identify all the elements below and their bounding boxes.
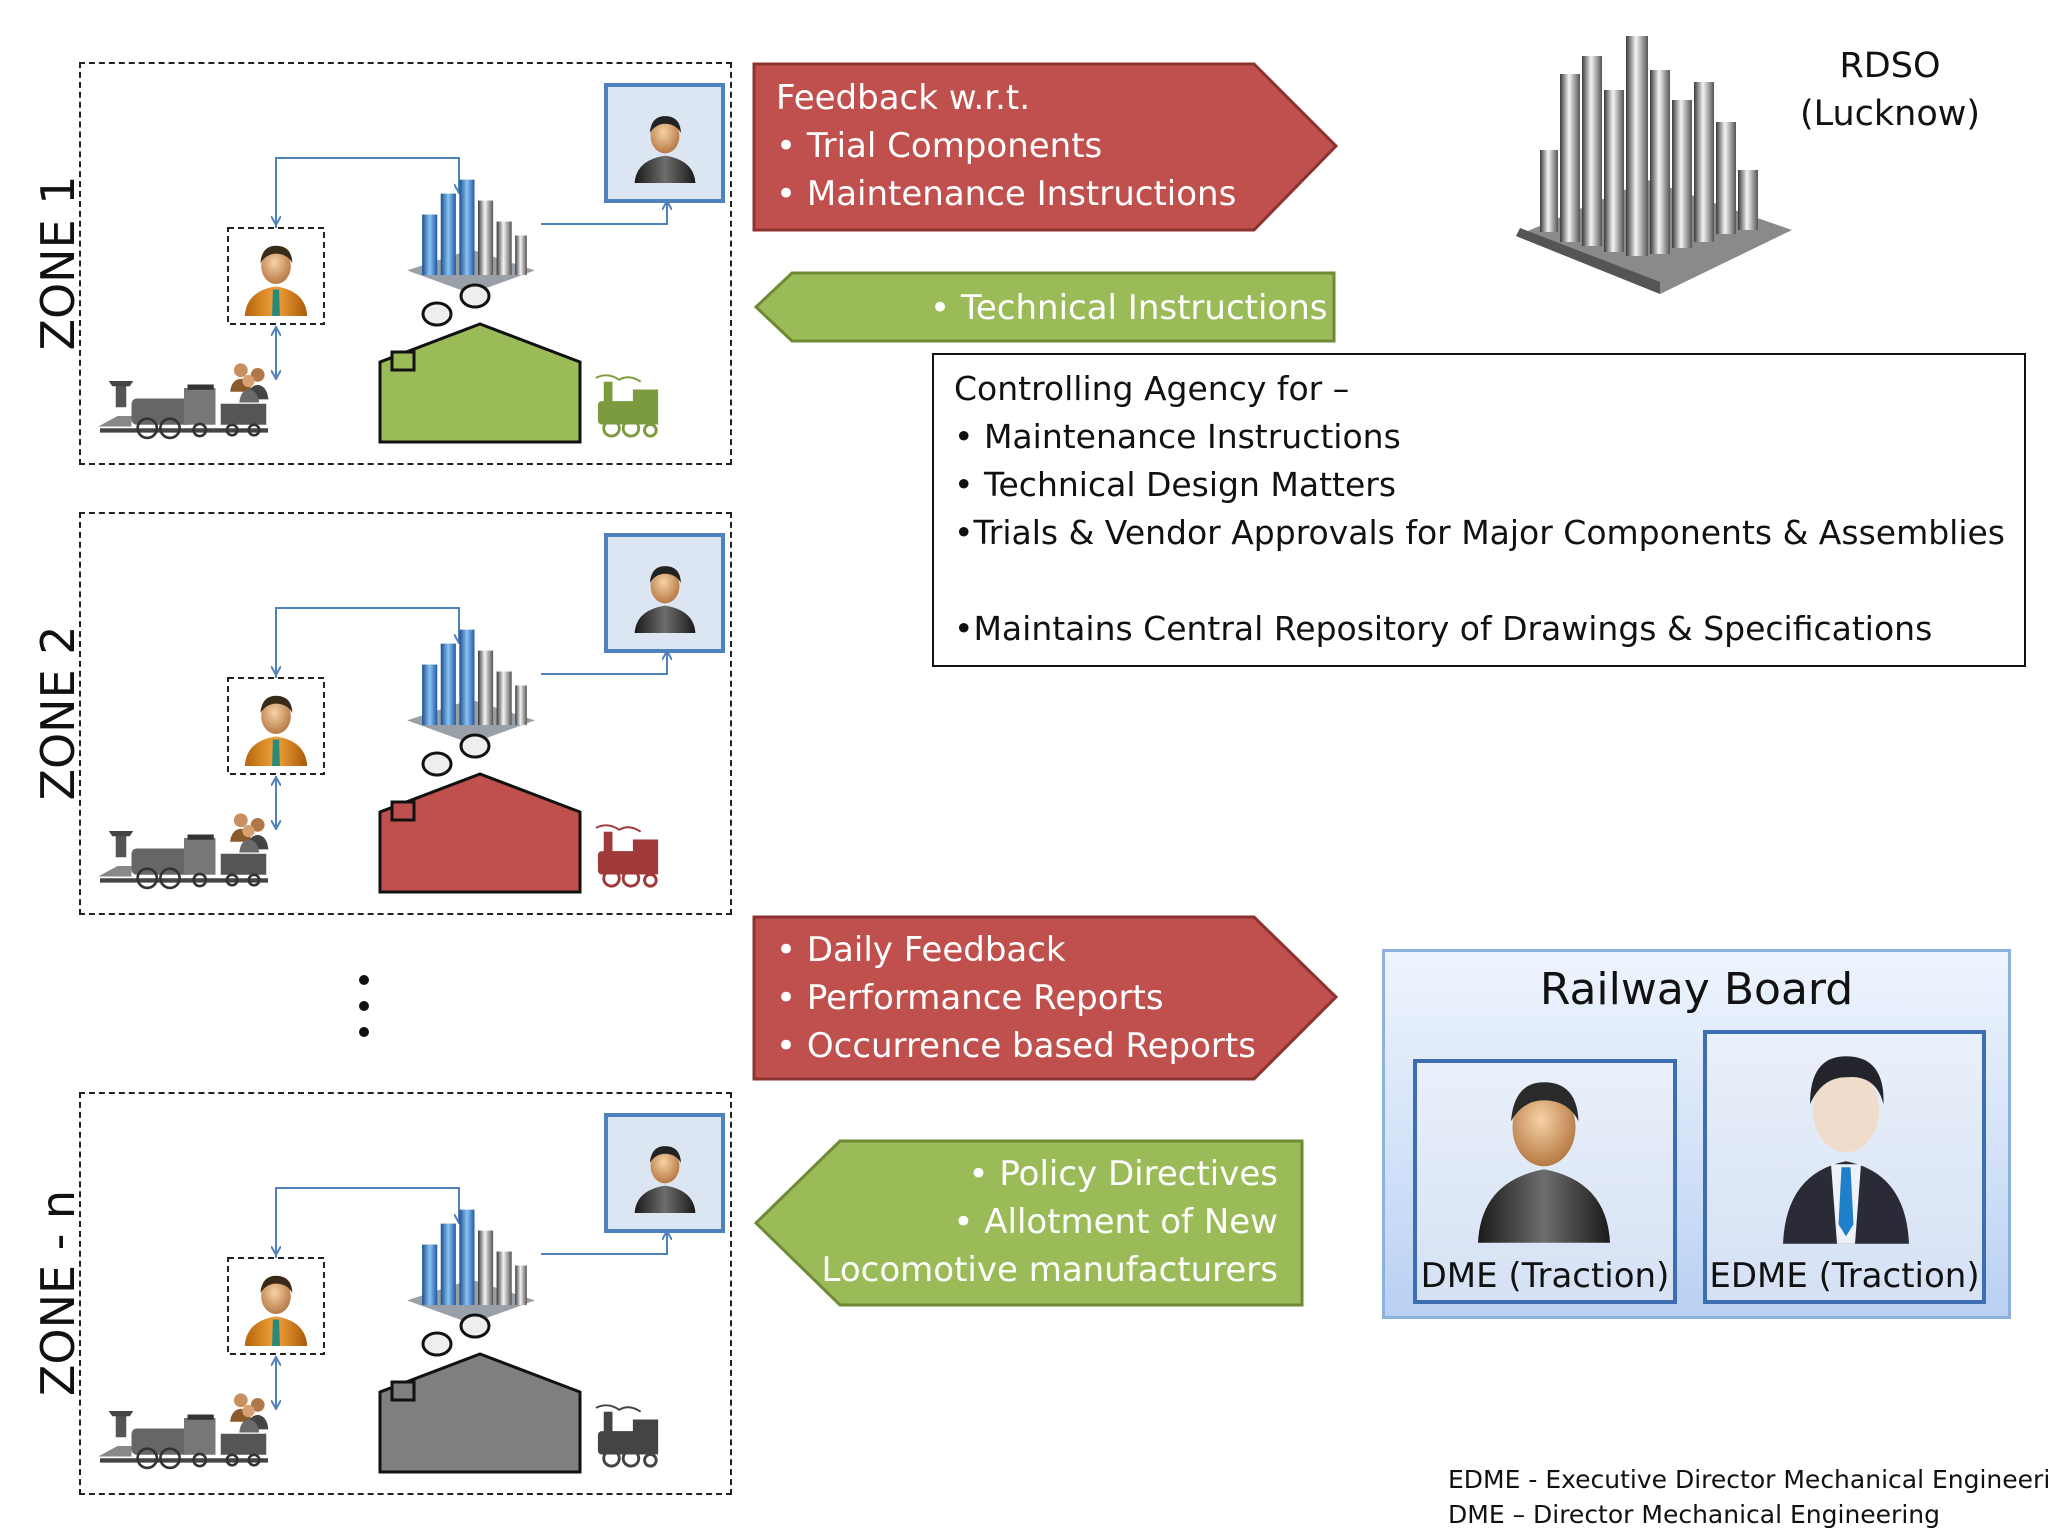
workshop-icon — [407, 179, 535, 294]
workshop-icon — [407, 1209, 535, 1324]
feedback-board-text: • Daily Feedback • Performance Reports •… — [776, 926, 1256, 1070]
railway-board-title: Railway Board — [1539, 964, 1854, 1015]
person-icon — [1478, 1082, 1610, 1243]
zone-diagram — [96, 1113, 725, 1474]
controlling-agency-item: •Maintains Central Repository of Drawing… — [954, 609, 1933, 648]
policy-text: • Policy Directives • Allotment of New L… — [822, 1150, 1278, 1294]
staff-icon — [230, 363, 269, 403]
rdso-name: RDSO — [1839, 46, 1941, 86]
zone-label: ZONE 1 — [31, 175, 85, 351]
policy-item: Locomotive manufacturers — [821, 1250, 1278, 1290]
shed-icon — [378, 283, 582, 444]
feedback-rdso-item: • Trial Components — [776, 126, 1103, 166]
rdso-location: (Lucknow) — [1799, 94, 1981, 134]
staff-icon — [230, 1393, 269, 1433]
dme-card: DME (Traction) — [1413, 1059, 1677, 1304]
ellipsis-dot — [359, 1027, 369, 1037]
edme-label: EDME (Traction) — [1709, 1256, 1980, 1296]
workshop-icon — [407, 629, 535, 744]
technical-text: • Technical Instructions — [930, 284, 1327, 332]
footnotes: EDME - Executive Director Mechanical Eng… — [1448, 1462, 2048, 1532]
controlling-agency-item: • Maintenance Instructions — [954, 417, 1401, 456]
controlling-agency-item: • Technical Design Matters — [954, 465, 1397, 504]
zone-diagram — [96, 533, 725, 894]
zone-box — [79, 512, 732, 915]
shed-loco-icon — [594, 823, 660, 888]
ellipsis-dot — [359, 1001, 369, 1011]
feedback-rdso-text: Feedback w.r.t. • Trial Components • Mai… — [776, 74, 1236, 218]
officer-frame — [227, 677, 325, 775]
shed-icon — [378, 733, 582, 894]
controlling-agency-box: Controlling Agency for – • Maintenance I… — [932, 353, 2026, 667]
policy-arrow — [753, 1139, 1304, 1307]
edme-card: EDME (Traction) — [1703, 1030, 1986, 1304]
zone-box — [79, 1092, 732, 1495]
connector-factory-to-head — [541, 652, 667, 675]
controlling-agency-spacer — [954, 557, 2004, 605]
feedback-board-item: • Daily Feedback — [776, 930, 1066, 970]
officer-icon — [244, 1275, 308, 1346]
footnote-edme: EDME - Executive Director Mechanical Eng… — [1448, 1465, 2048, 1494]
officer-frame — [227, 227, 325, 325]
controlling-agency-heading: Controlling Agency for – — [954, 369, 1350, 408]
technical-item: • Technical Instructions — [930, 288, 1328, 328]
person-tie-icon — [1783, 1056, 1909, 1244]
controlling-agency-item: •Trials & Vendor Approvals for Major Com… — [954, 513, 2005, 552]
shed-loco-icon — [594, 1403, 660, 1468]
policy-item: • Policy Directives — [968, 1154, 1278, 1194]
feedback-board-item: • Occurrence based Reports — [776, 1026, 1256, 1066]
zone-label: ZONE 2 — [31, 625, 85, 801]
officer-icon — [244, 245, 308, 316]
zone-diagram — [96, 83, 725, 444]
feedback-rdso-arrow — [752, 62, 1339, 232]
feedback-board-item: • Performance Reports — [776, 978, 1164, 1018]
dme-label: DME (Traction) — [1420, 1256, 1670, 1296]
shed-loco-icon — [594, 373, 660, 438]
officer-frame — [227, 1257, 325, 1355]
staff-icon — [230, 813, 269, 853]
shed-icon — [378, 1313, 582, 1474]
ellipsis-dot — [359, 975, 369, 985]
connector-factory-to-head — [541, 1232, 667, 1255]
connector-factory-to-head — [541, 202, 667, 225]
feedback-rdso-item: • Maintenance Instructions — [776, 174, 1237, 214]
rdso-building-icon — [1516, 36, 1792, 294]
policy-item: • Allotment of New — [953, 1202, 1278, 1242]
footnote-dme: DME – Director Mechanical Engineering — [1448, 1500, 1940, 1529]
zone-label: ZONE - n — [31, 1189, 85, 1397]
feedback-board-arrow — [752, 915, 1339, 1081]
rdso-label: RDSO (Lucknow) — [1790, 42, 1990, 138]
officer-icon — [244, 695, 308, 766]
zone-box — [79, 62, 732, 465]
feedback-rdso-heading: Feedback w.r.t. — [776, 78, 1031, 118]
railway-board-box: Railway Board DME (Traction) EDME (Tract… — [1382, 949, 2011, 1319]
technical-arrow — [753, 271, 1336, 343]
